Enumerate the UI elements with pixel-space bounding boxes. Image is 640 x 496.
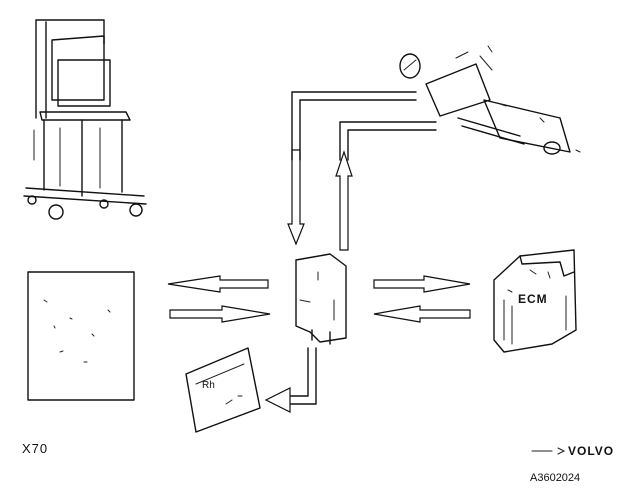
reader-label: Rh [202,380,215,391]
arrow-unit-to-reader [264,347,317,413]
figure-left-code: X70 [22,441,49,456]
ecm-label: ECM [518,292,548,306]
printout-panel [27,271,135,401]
card-reader-illustration [185,347,261,433]
brand-name: VOLVO [568,444,615,458]
arrow-to-ecm [373,275,471,293]
arrow-from-panel-to-unit [169,305,271,323]
arrow-from-unit-to-panel [167,275,269,293]
test-cart-illustration [23,19,147,220]
arrow-from-ecm [373,305,471,323]
upper-route-arrows [287,91,437,251]
figure-reference-code: A3602024 [530,472,581,484]
ecm-module-illustration [493,249,577,353]
brand-logo [531,447,566,455]
interface-unit [295,253,347,345]
diagnostic-connector-illustration [399,45,581,155]
